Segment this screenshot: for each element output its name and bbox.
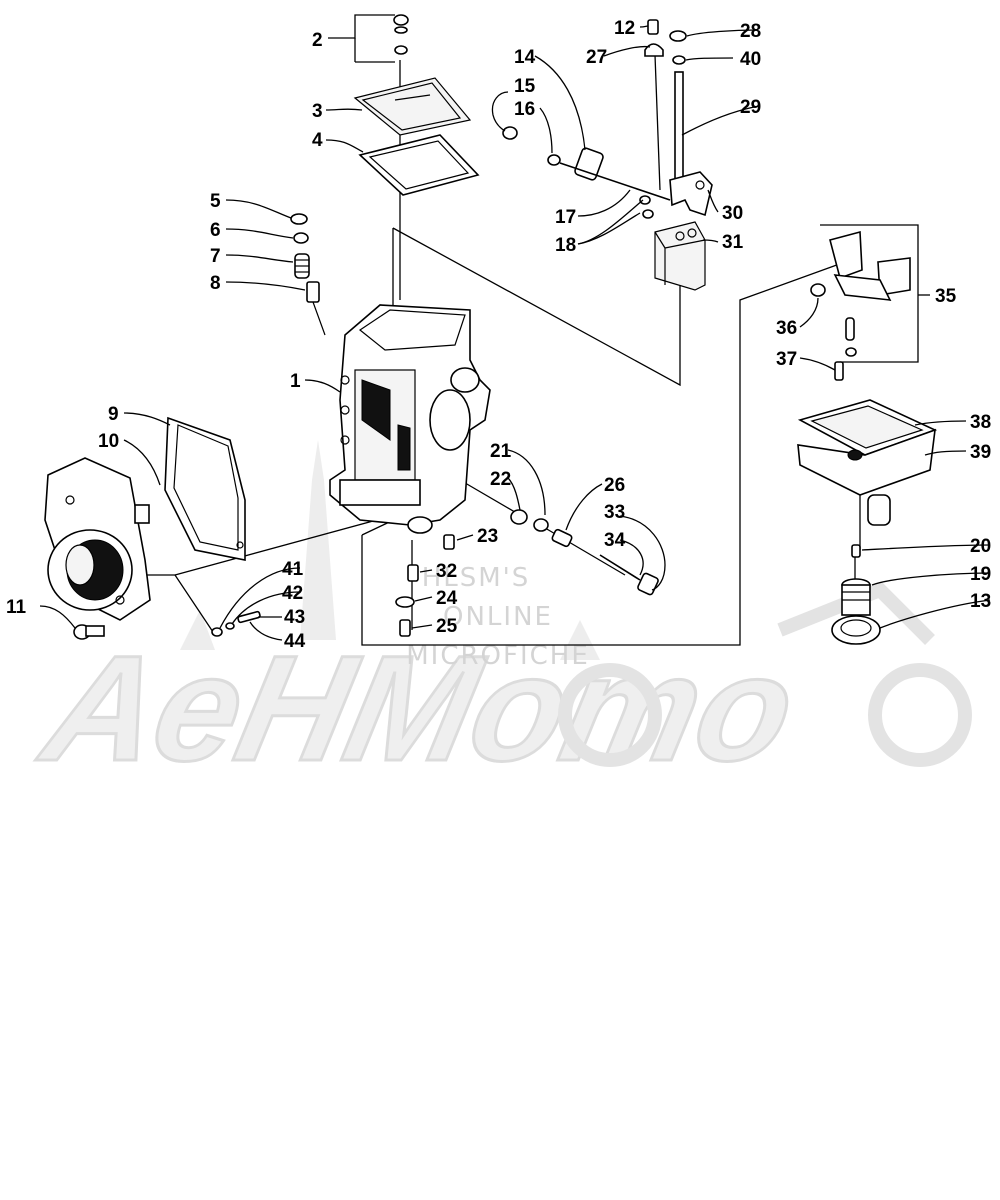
side-gasket-icon [164,416,246,561]
drain-plug-icon [831,544,881,645]
callout-9: 9 [108,404,119,425]
callout-44: 44 [284,631,306,652]
callout-6: 6 [210,220,221,241]
callout-numbers: 2 3 4 5 6 7 8 1 9 10 11 12 27 14 15 16 1… [6,18,991,652]
callout-8: 8 [210,273,221,294]
callout-4: 4 [312,130,323,151]
callout-1: 1 [290,371,301,392]
top-cover-screw-icon [393,14,409,55]
callout-34: 34 [604,530,626,551]
callout-32: 32 [436,561,457,582]
throttle-shaft-icon [502,126,671,219]
callout-19: 19 [970,564,991,585]
callout-27: 27 [586,47,607,68]
callout-36: 36 [776,318,797,339]
assembly-lines [140,54,919,646]
watermark-line-1: HLSM'S [422,563,531,593]
callout-18: 18 [555,235,576,256]
callout-41: 41 [282,559,304,580]
callout-13: 13 [970,591,991,612]
callout-20: 20 [970,536,991,557]
callout-22: 22 [490,469,511,490]
watermark: AeHMomo HLSM'S ONLINE MICROFICHE [26,440,972,794]
pilot-screw-assembly-icon [510,509,659,596]
throttle-stop-assembly-icon [211,610,261,637]
callout-12: 12 [614,18,635,39]
callout-23: 23 [477,526,498,547]
throttle-body-icon [44,457,151,621]
top-cover-icon [353,77,472,136]
leader-lines [39,14,991,641]
watermark-logo: AeHMomo [28,626,809,793]
callout-5: 5 [210,191,221,212]
throttle-slide-icon [654,221,706,291]
callout-2: 2 [312,30,323,51]
watermark-wheel-icon [558,581,972,767]
watermark-line-3: MICROFICHE [406,641,590,671]
callout-21: 21 [490,441,512,462]
callout-40: 40 [740,49,761,70]
idle-screw-assembly-icon [290,213,326,336]
callout-24: 24 [436,588,458,609]
callout-30: 30 [722,203,743,224]
callout-11: 11 [6,597,27,618]
callout-16: 16 [514,99,535,120]
watermark-line-2: ONLINE [443,602,553,632]
callout-26: 26 [604,475,625,496]
float-assembly-icon [810,230,911,381]
callout-38: 38 [970,412,991,433]
callout-25: 25 [436,616,458,637]
slide-bracket-icon [669,171,713,217]
callout-17: 17 [555,207,576,228]
callout-14: 14 [514,47,536,68]
callout-28: 28 [740,21,761,42]
callout-15: 15 [514,76,536,97]
carburetor-body-icon [329,304,491,534]
callout-43: 43 [284,607,305,628]
main-jet-icon [395,534,455,637]
callout-7: 7 [210,246,221,267]
callout-35: 35 [935,286,957,307]
float-bowl-icon [797,399,938,526]
cover-gasket-icon [358,134,480,196]
throttle-bolt-icon [73,624,105,640]
callout-29: 29 [740,97,761,118]
callout-42: 42 [282,583,303,604]
cable-adjuster-icon [644,19,687,193]
callout-3: 3 [312,101,323,122]
callout-37: 37 [776,349,797,370]
callout-39: 39 [970,442,991,463]
watermark-skyline-icon [180,440,600,660]
callout-31: 31 [722,232,744,253]
callout-33: 33 [604,502,625,523]
callout-10: 10 [98,431,119,452]
